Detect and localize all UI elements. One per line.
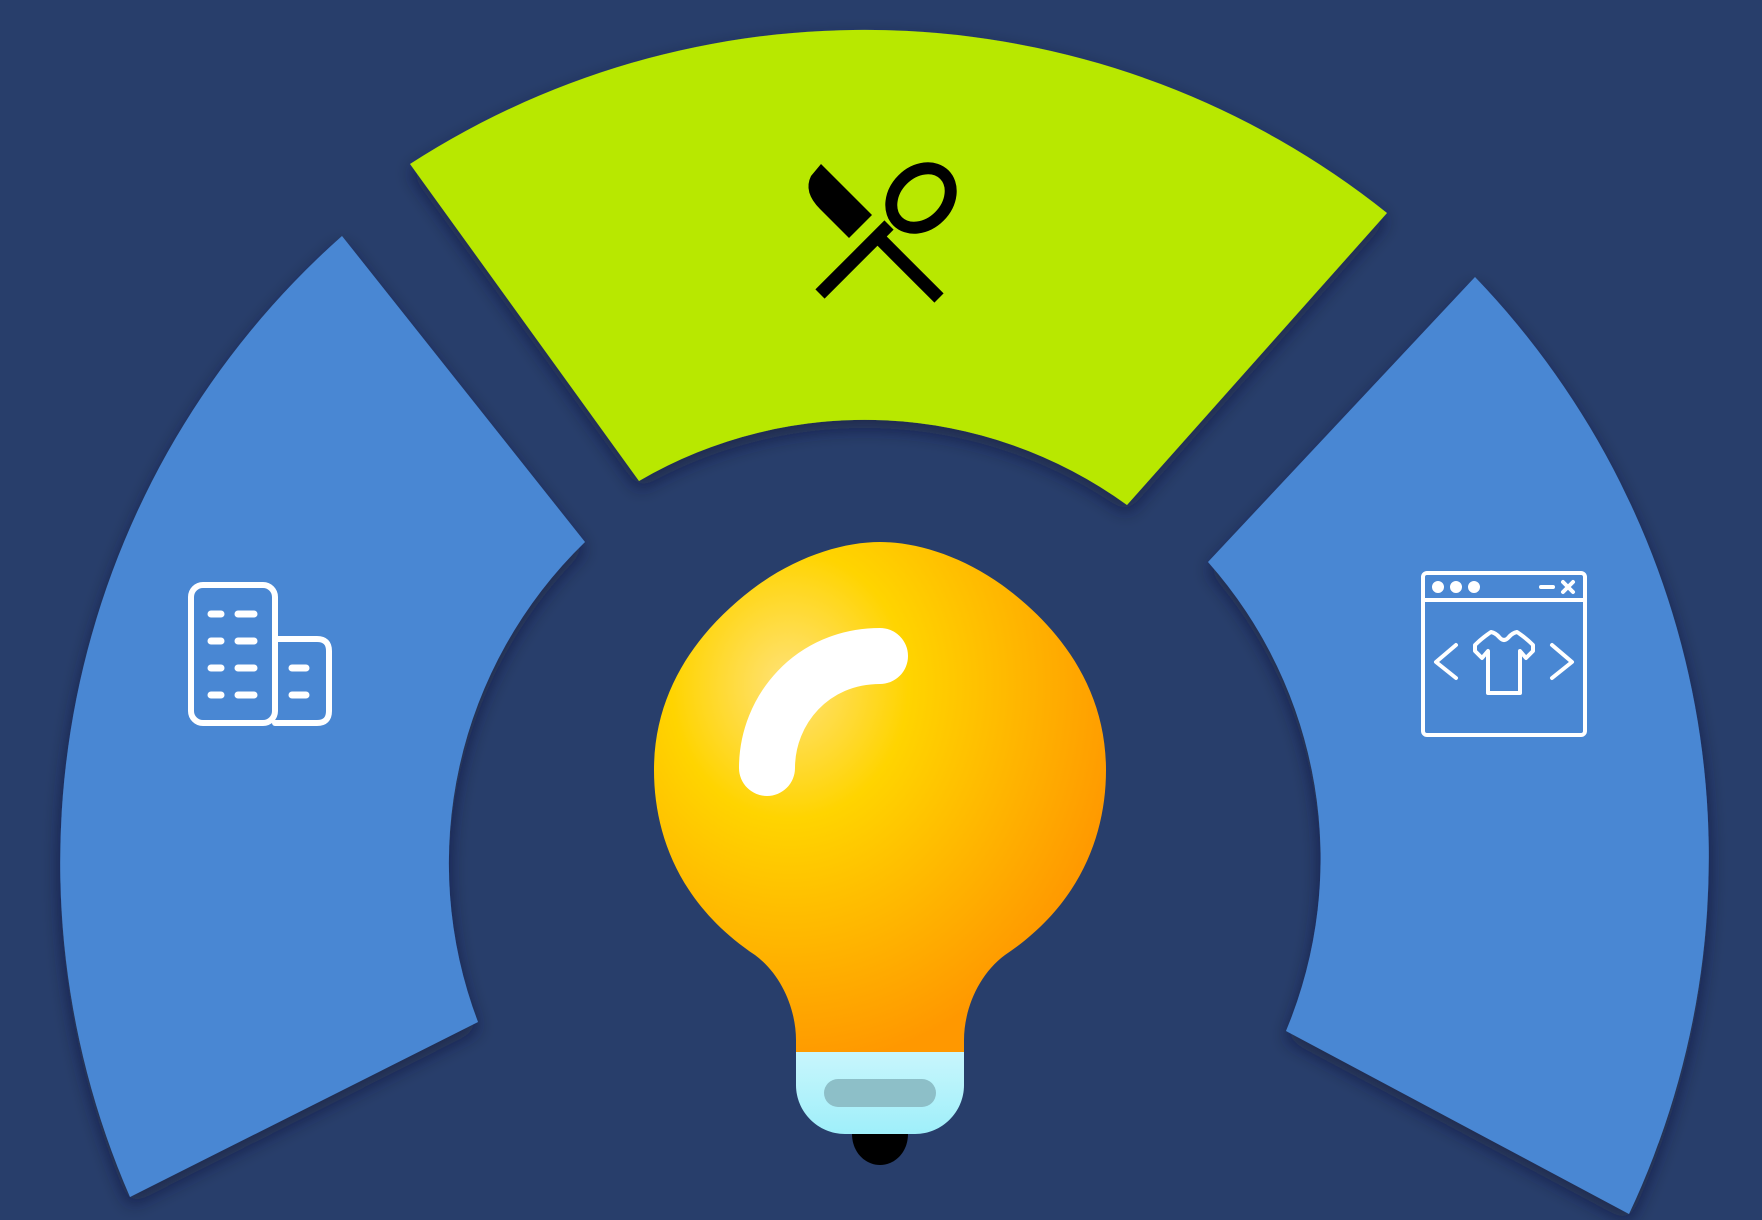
- fork-and-knife-icon: [808, 162, 957, 303]
- segment-right[interactable]: [1208, 277, 1709, 1214]
- segment-top[interactable]: [410, 29, 1387, 505]
- bulb-highlight: [739, 628, 908, 796]
- segment-right-shape[interactable]: [1208, 277, 1709, 1214]
- bulb-base-slot: [824, 1079, 936, 1107]
- office-building-icon: [188, 582, 332, 726]
- segment-left[interactable]: [60, 236, 586, 1197]
- lightbulb-icon: [654, 542, 1106, 1165]
- bulb-glass: [654, 542, 1106, 1052]
- segment-top-shape[interactable]: [410, 29, 1387, 505]
- bulb-tip: [852, 1134, 908, 1165]
- segment-left-shape[interactable]: [60, 236, 586, 1197]
- web-clothing-store-icon: [1421, 571, 1587, 737]
